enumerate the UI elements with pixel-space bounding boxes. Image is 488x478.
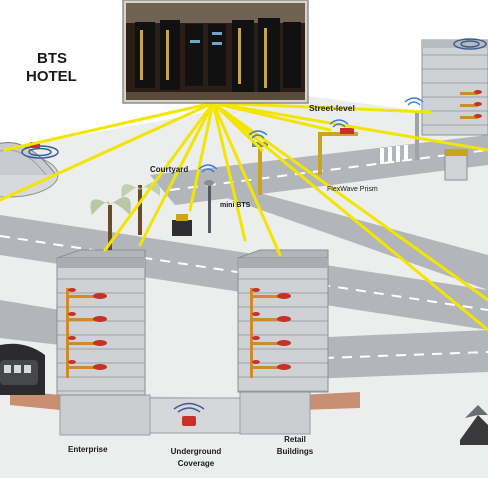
street-lamp-icon [208, 185, 211, 233]
tower-top-right [422, 39, 488, 135]
flexiwave-prism-label: FlexWave Prism [327, 186, 378, 193]
bus-tunnel-icon [0, 344, 45, 395]
mini-bts-label: mini BTS [220, 202, 250, 209]
retail-building [238, 250, 328, 392]
street-level-label: Street-level [309, 103, 355, 113]
enterprise-label: Enterprise [68, 444, 108, 456]
enterprise-building [57, 250, 145, 395]
server-room-photo-icon [123, 0, 308, 103]
courtyard-label: Courtyard [150, 165, 188, 174]
